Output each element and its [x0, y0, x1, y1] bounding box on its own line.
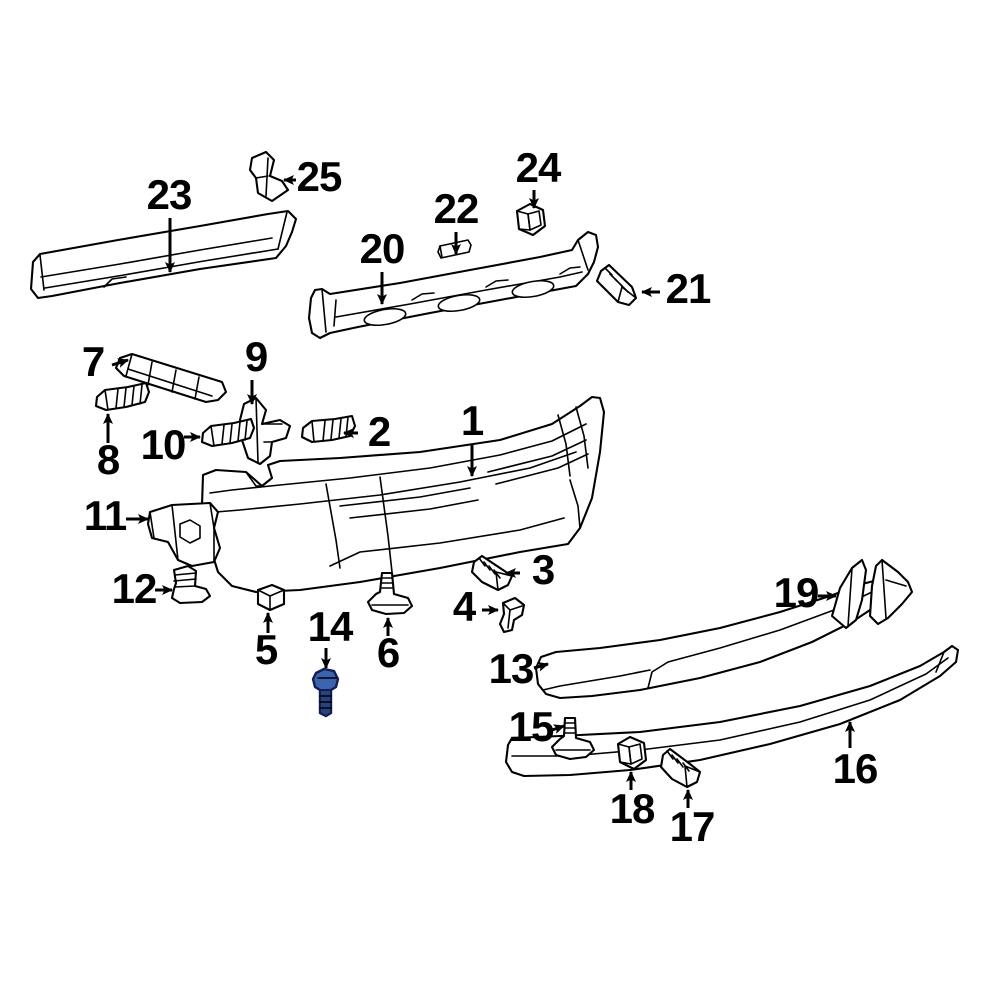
callout-number-23: 23: [147, 171, 192, 218]
callout-number-5: 5: [255, 626, 278, 673]
callout-number-20: 20: [360, 225, 405, 272]
leader-lines: [103, 175, 855, 808]
callout-number-3: 3: [532, 546, 554, 593]
part-4-retainer-clip: [498, 596, 526, 634]
callout-number-18: 18: [610, 785, 655, 832]
part-18-hex-nut: [616, 735, 648, 771]
part-15-screw-grommet: [550, 716, 596, 761]
callout-number-14: 14: [308, 603, 354, 650]
leader-13: [533, 661, 549, 672]
callout-number-12: 12: [112, 565, 157, 612]
part-14-bumper-cover-bolt-highlighted: [311, 667, 340, 718]
callout-number-25: 25: [297, 153, 342, 200]
leader-7: [111, 358, 129, 368]
part-17-bolt: [659, 747, 702, 789]
part-8-bolt: [94, 381, 151, 412]
callout-number-9: 9: [245, 333, 267, 380]
part-2-bolt: [300, 414, 357, 444]
part-20-reinforcement-beam: [307, 230, 600, 340]
part-21-reinforcement-bolt: [595, 263, 638, 307]
part-7-side-retainer: [114, 352, 228, 404]
callout-number-7: 7: [82, 338, 104, 385]
callout-number-19: 19: [774, 569, 819, 616]
part-13-spoiler-valance: [534, 578, 886, 700]
part-3-bolt: [470, 554, 514, 592]
callout-number-15: 15: [509, 703, 554, 750]
callout-number-13: 13: [489, 645, 534, 692]
callout-number-16: 16: [833, 745, 878, 792]
callout-number-22: 22: [434, 185, 479, 232]
part-19-spoiler-side-bracket: [830, 558, 914, 630]
callout-number-8: 8: [97, 436, 120, 483]
part-23-energy-absorber: [29, 209, 298, 300]
part-6-screw-grommet: [366, 571, 414, 616]
callout-number-21: 21: [666, 265, 711, 312]
callout-number-11: 11: [84, 492, 127, 539]
callout-number-17: 17: [670, 803, 715, 850]
part-1-bumper-cover: [200, 395, 606, 594]
leader-15: [551, 724, 565, 734]
part-5-bumper-clip: [256, 583, 286, 612]
callout-number-24: 24: [516, 144, 562, 191]
callout-number-2: 2: [368, 408, 390, 455]
callout-number-6: 6: [377, 629, 399, 676]
callout-number-10: 10: [141, 421, 186, 468]
callout-number-4: 4: [453, 583, 477, 630]
part-12-bolt: [170, 564, 212, 605]
part-24-hex-nut: [515, 202, 547, 237]
part-11-mounting-bracket: [146, 501, 222, 568]
part-10-bolt: [200, 417, 256, 448]
callout-number-1: 1: [461, 397, 484, 444]
part-25-absorber-side-bracket: [248, 150, 290, 203]
part-9-side-bracket: [238, 396, 292, 466]
